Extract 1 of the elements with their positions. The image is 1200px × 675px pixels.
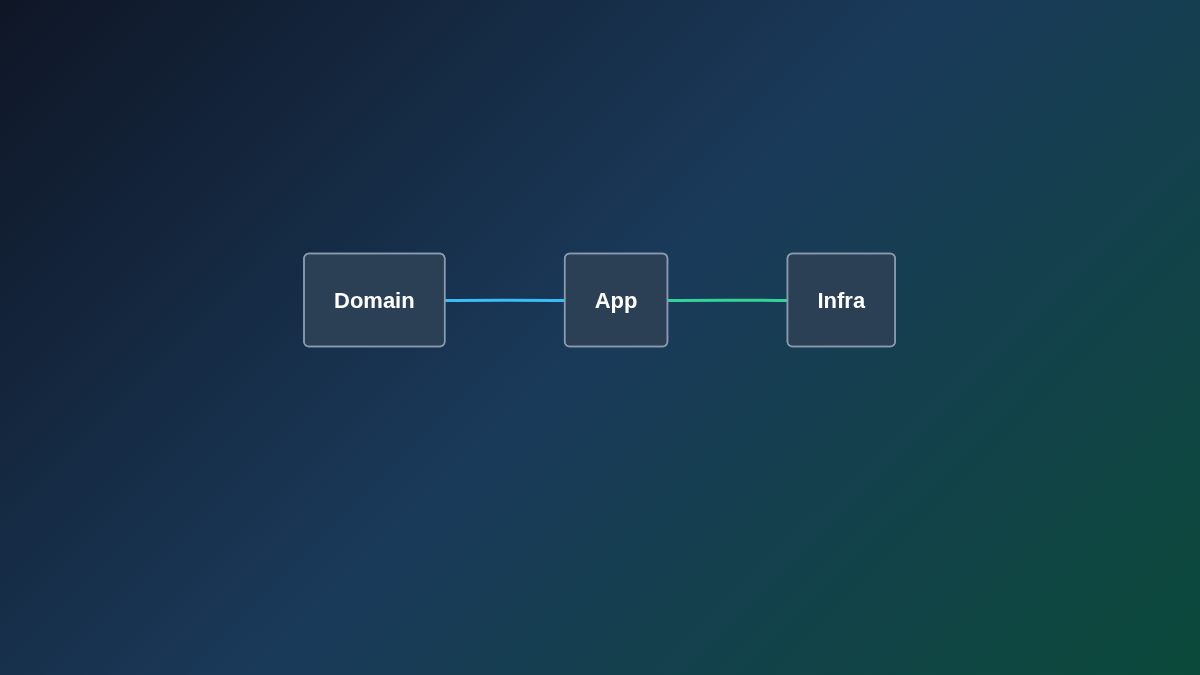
connector — [445, 298, 566, 302]
